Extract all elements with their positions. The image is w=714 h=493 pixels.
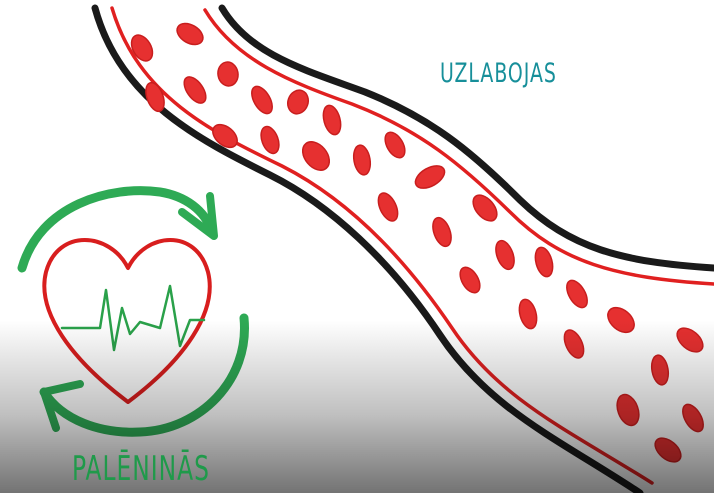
- blood-cell: [258, 124, 283, 156]
- blood-cell: [456, 264, 484, 296]
- blood-cell: [651, 433, 686, 466]
- blood-cell: [603, 303, 639, 338]
- blood-cell: [673, 323, 708, 356]
- blood-cell: [468, 191, 501, 226]
- blood-cell: [563, 277, 592, 311]
- blood-cell: [248, 83, 277, 117]
- blood-cell: [216, 60, 240, 87]
- blood-cell: [560, 327, 587, 361]
- blood-cell: [320, 103, 343, 136]
- label-slows: PALĒNINĀS: [72, 450, 210, 489]
- blood-cell: [173, 19, 206, 49]
- blood-cell: [180, 73, 210, 107]
- label-improves: UZLABOJAS: [440, 58, 557, 88]
- blood-cell: [297, 137, 334, 176]
- blood-cell: [127, 31, 157, 64]
- blood-cell: [381, 129, 409, 161]
- blood-cell: [412, 161, 449, 193]
- cycle-arrow-top: [22, 191, 212, 268]
- blood-cell: [532, 245, 555, 278]
- blood-cell: [429, 215, 454, 249]
- blood-cell: [352, 144, 373, 176]
- blood-cell: [492, 238, 517, 272]
- blood-cell: [650, 354, 671, 386]
- blood-cell: [613, 392, 643, 429]
- blood-cell: [679, 401, 708, 435]
- cycle-arrow-bottom: [44, 318, 244, 432]
- vessel-outer-wall-top: [222, 8, 714, 268]
- blood-cell: [374, 190, 401, 224]
- pulse-line-icon: [62, 286, 204, 350]
- blood-cell: [516, 297, 539, 330]
- blood-cell: [284, 87, 311, 116]
